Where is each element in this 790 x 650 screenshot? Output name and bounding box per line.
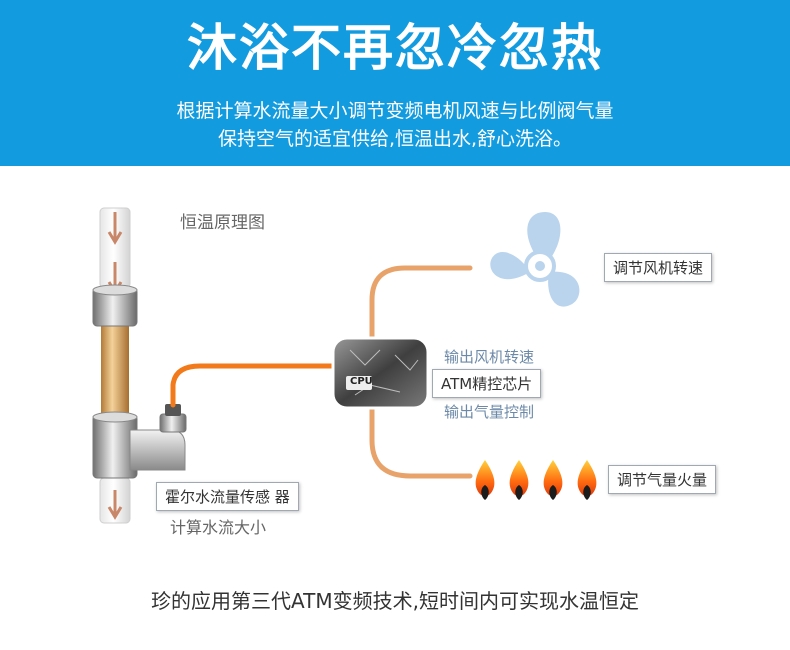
arrow-down-icon <box>107 212 123 245</box>
footer-text: 珍的应用第三代ATM变频技术,短时间内可实现水温恒定 <box>151 589 639 613</box>
sensor-caption: 计算水流大小 <box>170 518 267 537</box>
chip-label: ATM精控芯片 <box>432 369 542 398</box>
cpu-label: CPU <box>350 376 373 387</box>
flow-pipe <box>92 207 187 524</box>
flame-icon <box>509 460 529 500</box>
flame-icon <box>577 460 597 500</box>
output-gas-text: 输出气量控制 <box>444 403 535 421</box>
output-fan-text: 输出风机转速 <box>444 348 535 366</box>
fan-speed-label: 调节风机转速 <box>604 253 713 282</box>
diagram-title: 恒温原理图 <box>180 213 265 233</box>
cpu-chip <box>331 336 430 410</box>
flame-icon <box>543 460 563 500</box>
subtitle-line-2: 保持空气的适宜供给,恒温出水,舒心洗浴。 <box>217 128 573 150</box>
flame-icon <box>475 460 495 500</box>
fan-icon <box>490 212 580 307</box>
signal-wires <box>170 265 473 479</box>
fire-gas-label: 调节气量火量 <box>608 465 717 494</box>
sensor-label: 霍尔水流量传感 器 <box>156 482 299 511</box>
flame-group <box>475 460 597 500</box>
header-banner: 沐浴不再忽冷忽热 根据计算水流量大小调节变频电机风速与比例阀气量 保持空气的适宜… <box>0 0 790 166</box>
page-title: 沐浴不再忽冷忽热 <box>187 19 603 77</box>
arrow-down-icon <box>107 490 123 520</box>
subtitle-line-1: 根据计算水流量大小调节变频电机风速与比例阀气量 <box>176 100 614 122</box>
